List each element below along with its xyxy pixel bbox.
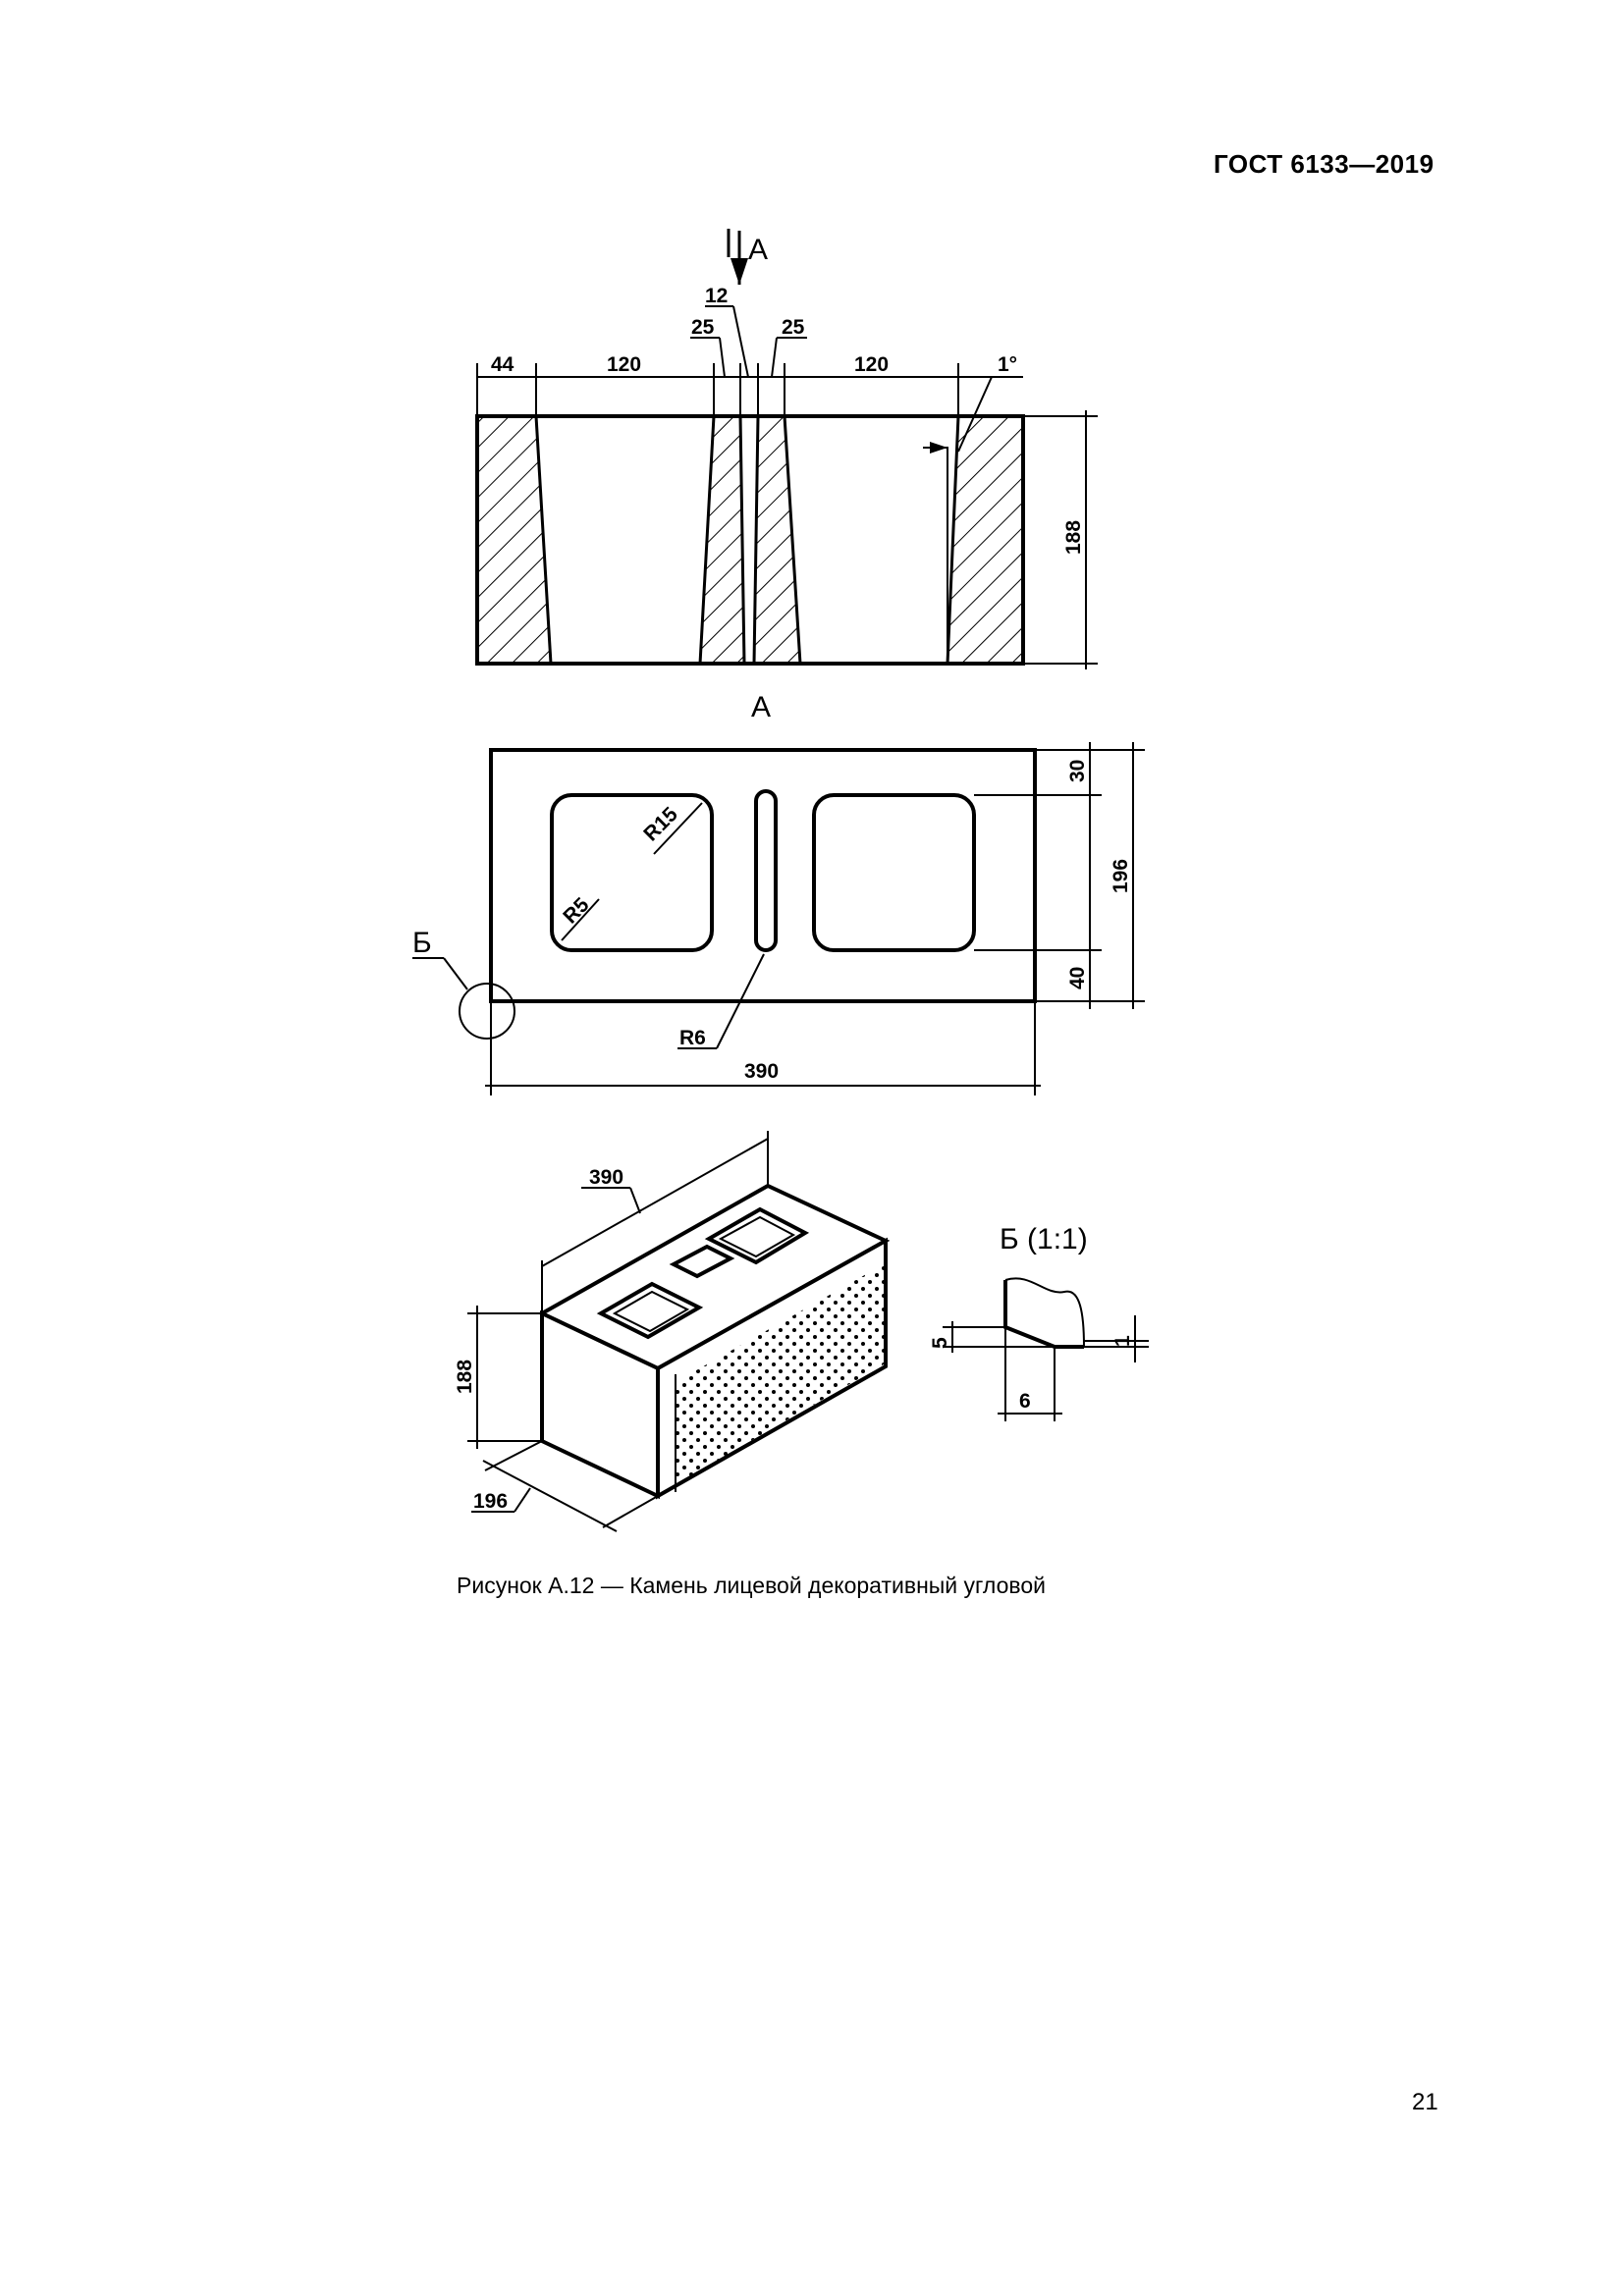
- dim-44: 44: [491, 353, 514, 376]
- radius-r15: R15: [639, 803, 682, 846]
- dim-30: 30: [1066, 760, 1089, 782]
- detail-dim-6: 6: [1019, 1390, 1031, 1413]
- section-arrow-label: А: [748, 234, 768, 266]
- radius-r5: R5: [559, 893, 593, 928]
- dim-40: 40: [1066, 967, 1089, 989]
- dim-12: 12: [705, 285, 728, 307]
- detail-view: Б (1:1) 5 1 6: [929, 1223, 1149, 1421]
- dim-angle: 1°: [998, 353, 1017, 376]
- detail-title: Б (1:1): [1000, 1223, 1088, 1255]
- detail-dim-1: 1: [1111, 1335, 1134, 1347]
- dim-25-right: 25: [782, 316, 805, 339]
- detail-dim-5: 5: [929, 1337, 951, 1349]
- plan-view: А R15 R5 R6 30 196 40 390 Б: [412, 691, 1145, 1095]
- dim-height-188: 188: [1062, 520, 1085, 555]
- plan-view-title: А: [751, 691, 771, 723]
- dim-120-right: 120: [854, 353, 889, 376]
- iso-dim-390: 390: [589, 1166, 623, 1189]
- iso-dim-188: 188: [454, 1360, 476, 1394]
- dim-196: 196: [1110, 859, 1132, 893]
- detail-marker: Б: [412, 927, 432, 959]
- radius-r6: R6: [679, 1027, 706, 1049]
- isometric-view: 390 188 196: [454, 1131, 891, 1532]
- document-code: ГОСТ 6133—2019: [1214, 149, 1435, 179]
- dim-120-left: 120: [607, 353, 641, 376]
- page-number: 21: [1412, 2089, 1438, 2115]
- dim-25-left: 25: [691, 316, 715, 339]
- dim-390: 390: [744, 1060, 779, 1083]
- figure-caption: Рисунок А.12 — Камень лицевой декоративн…: [457, 1573, 1046, 1598]
- section-view: А 44 120 25 12 25 120 1° 188: [475, 229, 1098, 669]
- iso-dim-196: 196: [473, 1490, 508, 1513]
